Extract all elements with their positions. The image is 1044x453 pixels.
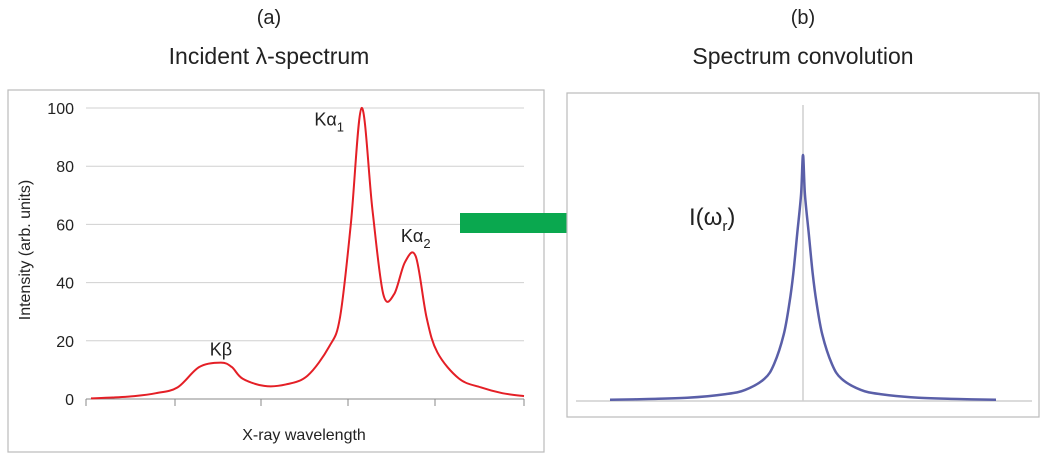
y-axis-label: Intensity (arb. units) xyxy=(17,180,34,321)
y-tick-label: 60 xyxy=(56,217,74,234)
panel-a-letter: (a) xyxy=(257,7,281,29)
y-tick-label: 100 xyxy=(47,101,74,118)
y-tick-label: 40 xyxy=(56,276,74,293)
intensity-label: I(ωr) xyxy=(689,204,735,235)
y-tick-label: 80 xyxy=(56,159,74,176)
peak-label: Kα2 xyxy=(401,226,431,251)
panel-a-title: Incident λ-spectrum xyxy=(169,43,370,69)
peak-label: Kβ xyxy=(210,339,232,359)
panel-a-frame xyxy=(7,89,545,453)
panel-b-title: Spectrum convolution xyxy=(692,43,913,69)
y-tick-label: 20 xyxy=(56,334,74,351)
x-axis-label: X-ray wavelength xyxy=(242,427,366,444)
panel-b-letter: (b) xyxy=(791,7,815,29)
panel-a-y-tick-labels: 0 20 40 60 80 100 xyxy=(47,101,74,409)
spectrum-a-series xyxy=(90,106,525,400)
spectrum-b-series xyxy=(609,153,997,402)
arrow-shaft xyxy=(460,213,578,233)
panel-a-x-ticks xyxy=(85,399,525,406)
y-tick-label: 0 xyxy=(65,392,74,409)
peak-label: Kα1 xyxy=(314,109,344,134)
panel-a-gridlines xyxy=(86,107,524,342)
